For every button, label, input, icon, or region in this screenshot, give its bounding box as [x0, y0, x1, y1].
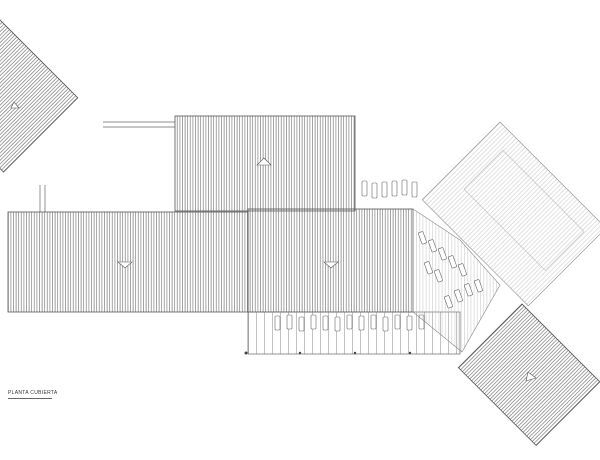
deck-east — [421, 121, 600, 307]
slope-arrow-north — [256, 157, 272, 166]
roof-block-northwest — [0, 19, 79, 173]
stepping-stones-north — [361, 179, 418, 199]
plan-title: PLANTA CUBIERTA — [8, 390, 58, 396]
pergola-posts — [244, 351, 412, 355]
plan-title-underline — [8, 398, 52, 399]
slope-arrow-southeast — [525, 371, 537, 382]
deck-stepping-stones — [418, 231, 483, 309]
roof-block-center — [247, 208, 414, 313]
stepping-stones-south — [274, 314, 425, 332]
slope-arrow-center — [323, 261, 339, 269]
slope-arrow-northwest — [10, 101, 20, 109]
slope-arrow-west — [117, 261, 133, 269]
connector-lines-northwest — [39, 121, 175, 212]
